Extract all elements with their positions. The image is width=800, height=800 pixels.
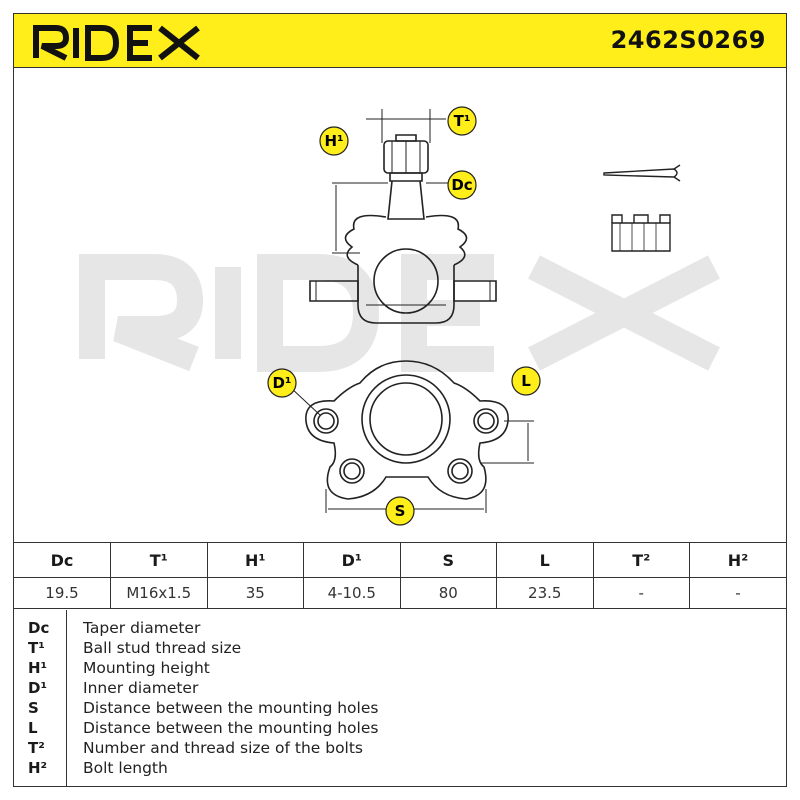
legend-code: T² xyxy=(28,739,45,757)
legend-desc: Taper diameter xyxy=(83,619,201,637)
legend-item: T² Number and thread size of the bolts xyxy=(14,739,786,759)
spec-header-h1: H¹ xyxy=(206,542,304,578)
legend-desc: Ball stud thread size xyxy=(83,639,242,657)
spec-header-d1: D¹ xyxy=(303,542,401,578)
spec-value-dc: 19.5 xyxy=(14,577,111,609)
badge-d1: D¹ xyxy=(267,368,297,398)
svg-text:L: L xyxy=(521,372,531,390)
spec-table: Dc T¹ H¹ D¹ S L T² H² 19.5 M16x1.5 35 4-… xyxy=(14,542,786,609)
header-bar: 2462S0269 xyxy=(14,14,786,68)
ball-joint-top-view xyxy=(305,360,509,500)
legend-desc: Distance between the mounting holes xyxy=(83,699,379,717)
legend-desc: Bolt length xyxy=(83,759,168,777)
legend-code: H² xyxy=(28,759,48,777)
spec-header-row: Dc T¹ H¹ D¹ S L T² H² xyxy=(14,542,786,578)
legend-desc: Distance between the mounting holes xyxy=(83,719,379,737)
legend: Dc Taper diameter T¹ Ball stud thread si… xyxy=(14,610,786,787)
badge-t1: T¹ xyxy=(447,106,477,136)
svg-text:T¹: T¹ xyxy=(454,112,471,130)
spec-header-dc: Dc xyxy=(14,542,111,578)
spec-value-l: 23.5 xyxy=(496,577,594,609)
legend-item: H² Bolt length xyxy=(14,759,786,779)
legend-desc: Number and thread size of the bolts xyxy=(83,739,364,757)
svg-text:D¹: D¹ xyxy=(272,374,291,392)
svg-text:H¹: H¹ xyxy=(324,132,343,150)
spec-value-d1: 4-10.5 xyxy=(303,577,401,609)
legend-item: L Distance between the mounting holes xyxy=(14,719,786,739)
svg-text:S: S xyxy=(395,502,406,520)
legend-item: S Distance between the mounting holes xyxy=(14,699,786,719)
legend-item: T¹ Ball stud thread size xyxy=(14,639,786,659)
spec-header-t1: T¹ xyxy=(110,542,208,578)
part-number: 2462S0269 xyxy=(610,26,766,54)
spec-header-l: L xyxy=(496,542,594,578)
svg-text:Dc: Dc xyxy=(451,176,472,194)
spec-value-t2: - xyxy=(592,577,690,609)
spec-value-row: 19.5 M16x1.5 35 4-10.5 80 23.5 - - xyxy=(14,577,786,609)
legend-desc: Mounting height xyxy=(83,659,210,677)
legend-desc: Inner diameter xyxy=(83,679,199,697)
technical-drawing: T¹ H¹ Dc D¹ L S xyxy=(14,69,786,542)
spec-value-h2: - xyxy=(689,577,786,609)
cotter-pin xyxy=(603,164,681,182)
drawing-canvas: T¹ H¹ Dc D¹ L S xyxy=(79,106,720,526)
top-view-dimensions xyxy=(289,386,534,513)
legend-item: Dc Taper diameter xyxy=(14,619,786,639)
badge-dc: Dc xyxy=(447,170,477,200)
legend-item: D¹ Inner diameter xyxy=(14,679,786,699)
spec-value-s: 80 xyxy=(399,577,497,609)
legend-code: L xyxy=(28,719,38,737)
legend-code: D¹ xyxy=(28,679,48,697)
legend-code: H¹ xyxy=(28,659,48,677)
legend-divider xyxy=(66,610,67,787)
badge-l: L xyxy=(511,366,541,396)
castle-nut xyxy=(611,214,671,252)
spec-header-h2: H² xyxy=(689,542,786,578)
legend-code: Dc xyxy=(28,619,50,637)
spec-header-s: S xyxy=(399,542,497,578)
legend-code: S xyxy=(28,699,39,717)
badge-h1: H¹ xyxy=(319,126,349,156)
ball-joint-side-view xyxy=(309,134,497,324)
watermark-logo xyxy=(79,254,720,372)
legend-code: T¹ xyxy=(28,639,45,657)
legend-item: H¹ Mounting height xyxy=(14,659,786,679)
spec-value-h1: 35 xyxy=(206,577,304,609)
datasheet: 2462S0269 xyxy=(13,13,787,787)
spec-header-t2: T² xyxy=(592,542,690,578)
badge-s: S xyxy=(385,496,415,526)
brand-logo xyxy=(33,25,200,61)
spec-value-t1: M16x1.5 xyxy=(110,577,208,609)
